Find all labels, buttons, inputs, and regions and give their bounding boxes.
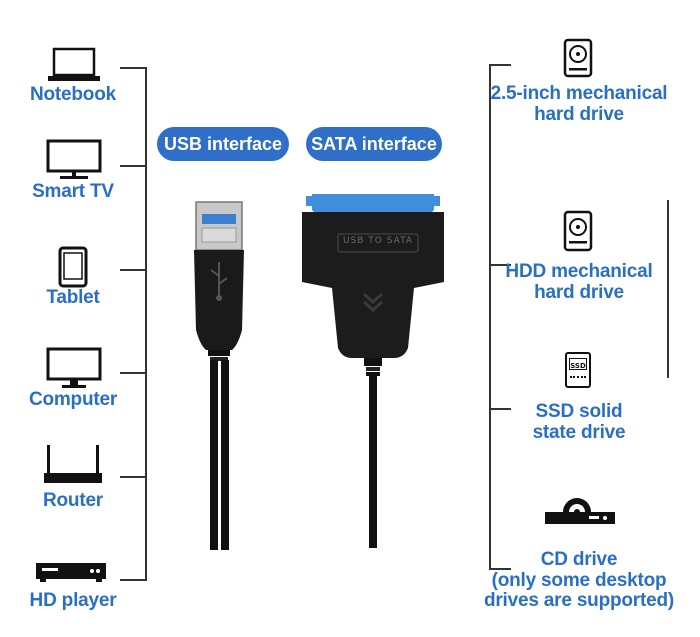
monitor-icon bbox=[46, 347, 102, 388]
right-bracket-vertical bbox=[489, 64, 491, 570]
device-label-smart-tv: Smart TV bbox=[32, 181, 114, 202]
label-line: (only some desktop bbox=[491, 569, 667, 591]
device-label-computer: Computer bbox=[28, 389, 118, 410]
device-label-ssd: SSD solid state drive bbox=[464, 401, 694, 443]
left-bracket-tick bbox=[120, 67, 147, 69]
label-line: drives are supported) bbox=[483, 590, 675, 612]
device-label-hd-player: HD player bbox=[29, 590, 117, 611]
left-bracket-tick bbox=[120, 165, 147, 167]
sata-interface-badge: SATA interface bbox=[306, 127, 442, 161]
usb-interface-badge: USB interface bbox=[157, 127, 289, 161]
sata-adapter bbox=[302, 194, 444, 548]
label-line: HDD mechanical bbox=[505, 261, 653, 282]
notebook-icon bbox=[48, 47, 100, 81]
left-bracket-tick bbox=[120, 372, 147, 374]
right-bracket-tick bbox=[489, 264, 511, 266]
device-label-cd-drive: CD drive (only some desktop drives are s… bbox=[464, 549, 694, 612]
cd-drive-icon bbox=[545, 498, 615, 524]
label-line: state drive bbox=[532, 421, 626, 443]
device-label-hdd: HDD mechanical hard drive bbox=[464, 261, 694, 303]
adapter-label: USB TO SATA bbox=[342, 236, 414, 246]
label-line: hard drive bbox=[534, 103, 624, 125]
label-line: hard drive bbox=[534, 281, 624, 303]
left-bracket-vertical bbox=[145, 67, 147, 581]
hard-drive-icon bbox=[563, 38, 593, 78]
device-label-notebook: Notebook bbox=[29, 84, 116, 105]
right-edge-bracket bbox=[667, 200, 669, 378]
right-bracket-tick bbox=[489, 64, 511, 66]
router-icon bbox=[44, 445, 102, 483]
right-bracket-tick bbox=[489, 568, 511, 570]
device-label-router: Router bbox=[42, 490, 104, 511]
label-line: 2.5-inch mechanical bbox=[490, 83, 668, 104]
ssd-icon-text: SSD bbox=[570, 362, 586, 370]
right-bracket-tick bbox=[489, 408, 511, 410]
left-bracket-tick bbox=[120, 269, 147, 271]
device-label-tablet: Tablet bbox=[46, 287, 100, 308]
label-line: CD drive bbox=[540, 549, 618, 570]
tv-icon bbox=[46, 139, 102, 179]
left-bracket-tick bbox=[120, 476, 147, 478]
device-label-2-5-inch-hard-drive: 2.5-inch mechanical hard drive bbox=[464, 83, 694, 125]
ssd-icon: SSD bbox=[565, 352, 591, 388]
usb-connector bbox=[194, 201, 244, 550]
tablet-icon bbox=[58, 246, 88, 288]
hdd-icon bbox=[563, 210, 593, 252]
left-bracket-tick bbox=[120, 579, 147, 581]
label-line: SSD solid bbox=[535, 401, 623, 422]
hd-player-icon bbox=[36, 563, 106, 582]
